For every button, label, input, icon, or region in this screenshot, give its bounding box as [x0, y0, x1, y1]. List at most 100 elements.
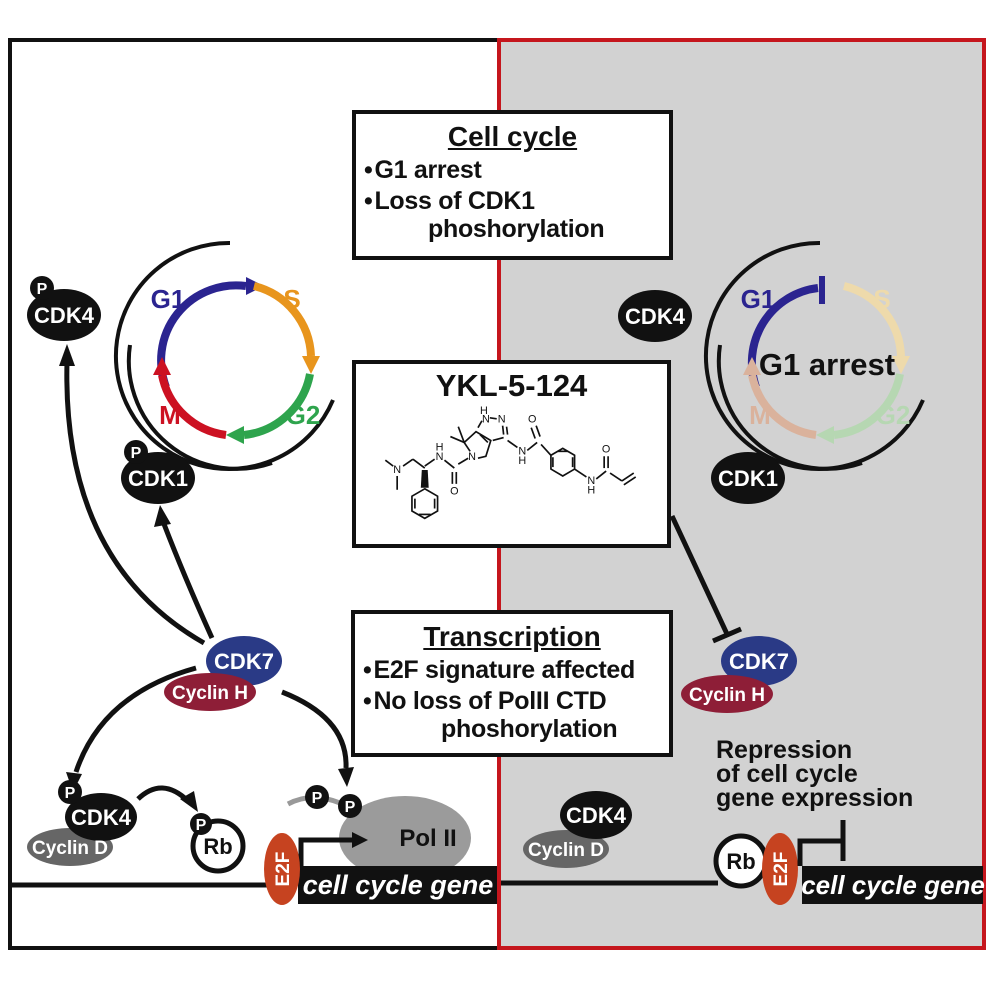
- phospho-circle-cdk4-top: [30, 276, 54, 300]
- inhibition-tbar-cdk7: [712, 626, 742, 644]
- bullet-loss-cdk1: Loss of CDK1: [364, 186, 669, 217]
- phospho-label-cdk1: P: [131, 445, 142, 462]
- cyclin-d-ellipse-right: [523, 830, 609, 868]
- cell-cycle-box: Cell cycle G1 arrest Loss of CDK1 phosho…: [352, 110, 673, 260]
- bullet-no-loss-pol2: No loss of PolII CTD: [363, 686, 669, 717]
- cdk1-ellipse-left: [121, 452, 195, 504]
- g2-arc-right: [833, 373, 904, 439]
- atom-h-pyrazole: H: [480, 405, 488, 417]
- compound-box-title: YKL-5-124: [435, 368, 588, 403]
- bullet-no-loss-pol2-cont: phoshorylation: [441, 715, 618, 744]
- atom-n-amide1: N: [436, 451, 444, 463]
- e2f-label-left: E2F: [273, 852, 294, 887]
- transcription-box: Transcription E2F signature affected No …: [351, 610, 673, 757]
- phospho-circle-ctd2: [338, 794, 362, 818]
- s-arrowhead-right: [892, 356, 910, 374]
- g2-label-right: G2: [876, 400, 911, 430]
- cdk4-top-label-left: CDK4: [34, 303, 95, 328]
- m-arc-left: [158, 374, 227, 439]
- atom-n-amide2: N: [518, 445, 526, 457]
- arrowhead-cdk4-top: [59, 344, 75, 366]
- cycle-inner-arc-right: [716, 344, 863, 471]
- gene-box-right: [802, 866, 983, 904]
- g2-arc-left: [243, 373, 314, 439]
- m-label-left: M: [159, 400, 181, 430]
- g2-label-left: G2: [286, 400, 321, 430]
- inhibition-line-ykl-cdk7: [669, 514, 730, 636]
- g2-arrowhead-left: [226, 426, 244, 444]
- blocked-transcription-line: [797, 838, 843, 866]
- cdk4-bottom-ellipse-left: [65, 793, 137, 841]
- cycle-inner-arc-left: [126, 344, 273, 471]
- pol2-label: Pol II: [399, 825, 456, 852]
- m-label-right: M: [749, 400, 771, 430]
- m-arrowhead-right: [743, 357, 761, 375]
- cdk4-bottom-label-right: CDK4: [566, 803, 627, 828]
- transcription-arrowhead-left: [352, 832, 368, 848]
- phospho-circle-cdk1: [124, 440, 148, 464]
- repression-line3: gene expression: [716, 784, 913, 812]
- arrow-cdk7-to-pol2: [281, 689, 349, 769]
- atom-h-amide2: H: [518, 455, 526, 467]
- s-label-right: S: [873, 284, 890, 314]
- cycle-outer-arc-left: [113, 240, 335, 471]
- phospho-label-ctd2: P: [345, 799, 356, 816]
- cyclin-h-ellipse-left: [164, 673, 256, 711]
- rb-label-left: Rb: [203, 834, 232, 859]
- arrow-cdk7-to-cdk4-bottom: [73, 665, 197, 773]
- m-arrowhead-left: [153, 357, 171, 375]
- cdk7-label-left: CDK7: [214, 649, 274, 674]
- bullet-e2f-signature: E2F signature affected: [363, 655, 669, 686]
- g1-label-left: G1: [151, 284, 186, 314]
- arrowhead-pol2: [338, 767, 354, 787]
- phospho-circle-ctd1: [305, 785, 329, 809]
- s-label-left: S: [283, 284, 300, 314]
- atom-n-dimethylamino: N: [393, 464, 401, 476]
- e2f-ellipse-right: [762, 833, 798, 905]
- cdk4-bottom-ellipse-right: [560, 791, 632, 839]
- atom-n-pyrazole2: N: [498, 413, 506, 425]
- s-arc-right: [842, 282, 905, 357]
- cdk4-top-label-right: CDK4: [625, 304, 686, 329]
- cyclin-d-label-right: Cyclin D: [528, 840, 604, 861]
- cell-cycle-bullets: G1 arrest Loss of CDK1 phoshorylation: [356, 155, 669, 244]
- pol2-blob: [339, 796, 471, 880]
- transcription-arrow-line-left: [298, 837, 352, 866]
- transcription-box-title: Transcription: [423, 621, 601, 652]
- arrowhead-rb: [180, 791, 198, 812]
- atom-h-amide1: H: [436, 441, 444, 453]
- cycle-outer-arc-right: [703, 240, 925, 471]
- e2f-label-right: E2F: [771, 852, 792, 887]
- cdk4-top-ellipse-right: [618, 290, 692, 342]
- phospho-circle-cdk4-bottom: [58, 780, 82, 804]
- arrow-cdk7-to-cdk1: [161, 523, 215, 640]
- arrow-cdk7-to-cdk4-top: [64, 361, 206, 646]
- compound-box: YKL-5-124: [352, 360, 671, 548]
- gene-label-right: cell cycle gene: [801, 870, 985, 900]
- cdk7-label-right: CDK7: [729, 649, 789, 674]
- cdk1-label-left: CDK1: [128, 466, 188, 491]
- cdk1-label-right: CDK1: [718, 466, 778, 491]
- bond-skeleton: [384, 416, 637, 519]
- phospho-label-ctd1: P: [312, 790, 323, 807]
- repression-line1: Repression: [716, 736, 852, 764]
- phospho-label-cdk4-top: P: [37, 281, 48, 298]
- bullet-g1-arrest: G1 arrest: [364, 155, 669, 186]
- s-arc-left: [252, 282, 315, 357]
- cdk7-ellipse-right: [721, 636, 797, 686]
- phospho-circle-rb: [190, 813, 212, 835]
- phospho-label-rb: P: [196, 817, 207, 834]
- m-arc-right: [748, 374, 817, 439]
- cyclin-h-ellipse-right: [681, 675, 773, 713]
- phospho-label-cdk4-bottom: P: [65, 785, 76, 802]
- cell-cycle-box-title: Cell cycle: [447, 121, 578, 152]
- cyclin-d-label-left: Cyclin D: [32, 838, 108, 859]
- rb-label-right: Rb: [726, 849, 755, 874]
- atom-o-benzamide: O: [528, 413, 536, 425]
- cdk1-ellipse-right: [711, 452, 785, 504]
- cyclin-h-label-left: Cyclin H: [172, 683, 248, 704]
- atom-n-pyrazole1: N: [482, 413, 490, 425]
- arrowhead-cdk1: [154, 505, 171, 527]
